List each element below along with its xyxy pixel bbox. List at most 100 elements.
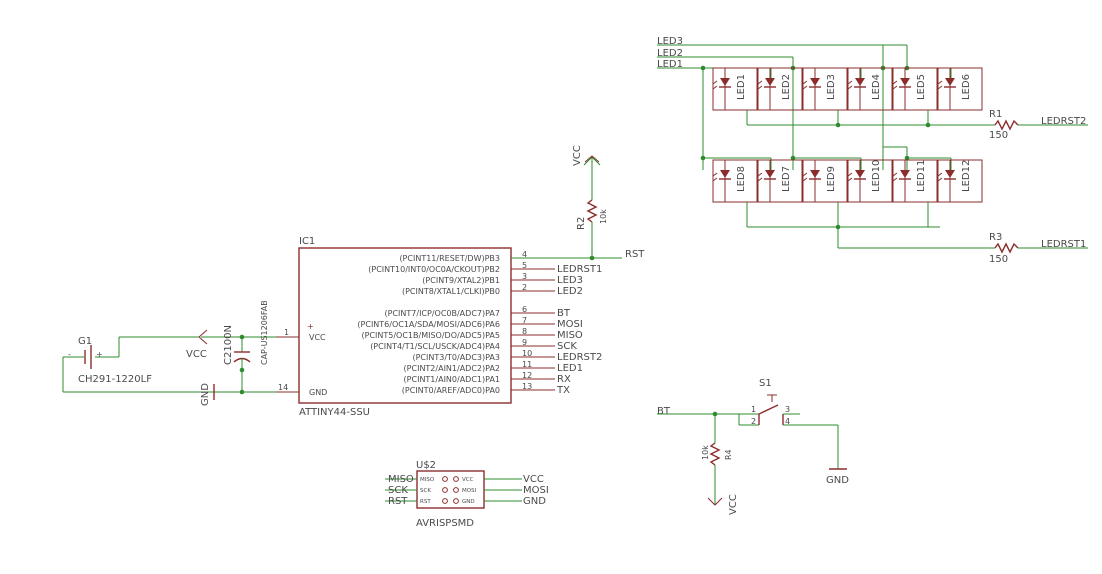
r4-body [709, 442, 721, 466]
ic1-pin-number: 8 [522, 327, 527, 336]
rst-net-label: RST [625, 249, 645, 260]
r2-vcc-label: VCC [572, 145, 583, 166]
ic1-attiny44: IC1 ATTINY44-SSU + VCC GND 1 14 (PCINT11… [276, 236, 602, 418]
ic1-plus-mark: + [307, 322, 314, 331]
led-outline [712, 159, 758, 203]
r2-body [586, 199, 598, 223]
led-label: LED3 [826, 74, 837, 100]
ic1-pin-net-label: RX [557, 374, 571, 385]
c2-name-value: C2100N [223, 325, 234, 365]
led-part: LED6 [937, 67, 983, 111]
ic1-pin-net-label: MOSI [557, 319, 583, 330]
ic1-pin-number: 5 [522, 261, 527, 270]
isp-left-pad-label: SCK [420, 488, 431, 494]
net-led2-label: LED2 [657, 48, 683, 59]
r4-pulldown: 10k R4 VCC [701, 414, 739, 515]
isp-right-net: GND [523, 496, 546, 507]
ic1-pin-net-label: TX [556, 385, 570, 396]
ic1-vcc-pin-num: 1 [284, 328, 289, 337]
led-outline [757, 159, 803, 203]
ic1-pin-function: (PCINT5/OC1B/MISO/DO/ADC5)PA5 [362, 331, 501, 340]
led-outline [802, 67, 848, 111]
c2-value: 100N [223, 325, 234, 352]
r2-vcc-arrow [583, 156, 601, 200]
ic1-pin-number: 6 [522, 305, 527, 314]
r2-value: 10k [599, 209, 608, 224]
g1-plus: + [96, 350, 103, 359]
led-label: LED11 [916, 160, 927, 192]
led-outline [757, 67, 803, 111]
led-emit-arrows [712, 172, 718, 182]
net-led1-label: LED1 [657, 59, 683, 70]
led-label: LED12 [961, 160, 972, 192]
r2-name: R2 [576, 217, 587, 230]
led-part: LED3 [802, 67, 848, 111]
r1-body [994, 119, 1019, 131]
r1-value: 150 [989, 130, 1008, 141]
isp-pad-left [442, 476, 448, 482]
led-emit-arrows [847, 172, 853, 182]
isp-left-net: RST [388, 496, 408, 507]
s1-pin3: 3 [785, 405, 790, 414]
s1-pin1: 1 [751, 405, 756, 414]
ic1-pin-number: 12 [522, 371, 532, 380]
led-emit-arrows [937, 172, 943, 182]
led-part: LED11 [892, 159, 938, 203]
ic1-pin-function: (PCINT10/INT0/OC0A/CKOUT)PB2 [368, 265, 500, 274]
led-emit-arrows [757, 80, 763, 90]
power-section: VCC C2100N CAP-US1206FAB GND G1 - + CH29… [62, 300, 276, 406]
ic1-pin-function: (PCINT11/RESET/DW)PB3 [399, 254, 500, 263]
ic1-pin-function: (PCINT0/AREF/ADC0)PA0 [402, 386, 500, 395]
isp-pad-right [453, 487, 459, 493]
isp-pad-left [442, 498, 448, 504]
led-emit-arrows [847, 80, 853, 90]
s1-lever [758, 404, 779, 415]
ic1-pin-function: (PCINT6/OC1A/SDA/MOSI/ADC6)PA6 [357, 320, 500, 329]
ic1-pin-net-label: LED2 [557, 286, 583, 297]
c2-name: C2 [223, 352, 234, 365]
ic1-pin-net-label: LEDRST1 [557, 264, 602, 275]
s1-pin2: 2 [751, 417, 756, 426]
ic1-pin-number: 2 [522, 283, 527, 292]
led-outline [892, 67, 938, 111]
isp-pad-left [442, 487, 448, 493]
ic1-pin-net-label: MISO [557, 330, 583, 341]
ic1-pin-number: 9 [522, 338, 527, 347]
isp-value: AVRISPSMD [416, 518, 474, 529]
ic1-pin-function: (PCINT1/AIN0/ADC1)PA1 [404, 375, 500, 384]
g1-minus: - [68, 350, 71, 359]
led-emit-arrows [937, 80, 943, 90]
ic1-gnd-label: GND [309, 388, 327, 397]
led-label: LED9 [826, 166, 837, 192]
c2-package: CAP-US1206FAB [260, 300, 269, 365]
net-led3-label: LED3 [657, 36, 683, 47]
r3-name: R3 [989, 232, 1002, 243]
isp-left-pad-label: RST [420, 499, 431, 505]
ic1-pin-net-label: BT [557, 308, 571, 319]
isp-right-pad-label: GND [462, 499, 475, 505]
led-label: LED10 [871, 160, 882, 192]
gnd-left-label: GND [200, 383, 211, 406]
r2-vcc-symbol [584, 155, 600, 163]
led-outline [712, 67, 758, 111]
isp-right-pad-label: VCC [462, 477, 474, 483]
isp-pad-right [453, 476, 459, 482]
c2-junction [239, 367, 245, 373]
ic1-pin-number: 10 [522, 349, 532, 358]
led-part: LED1 [712, 67, 758, 111]
isp-left-pad-label: MISO [420, 477, 435, 483]
led-label: LED1 [736, 74, 747, 100]
led-outline [847, 67, 893, 111]
led-outline [847, 159, 893, 203]
isp-right-net: VCC [523, 474, 544, 485]
bottom-row-junction-1 [700, 155, 706, 161]
rst-net: RST [511, 249, 645, 261]
led-outline [802, 159, 848, 203]
ic1-pin-function: (PCINT3/T0/ADC3)PA3 [412, 353, 500, 362]
ic1-pin-number: 7 [522, 316, 527, 325]
led-emit-arrows [892, 172, 898, 182]
r3-value: 150 [989, 254, 1008, 265]
led-label: LED4 [871, 74, 882, 100]
